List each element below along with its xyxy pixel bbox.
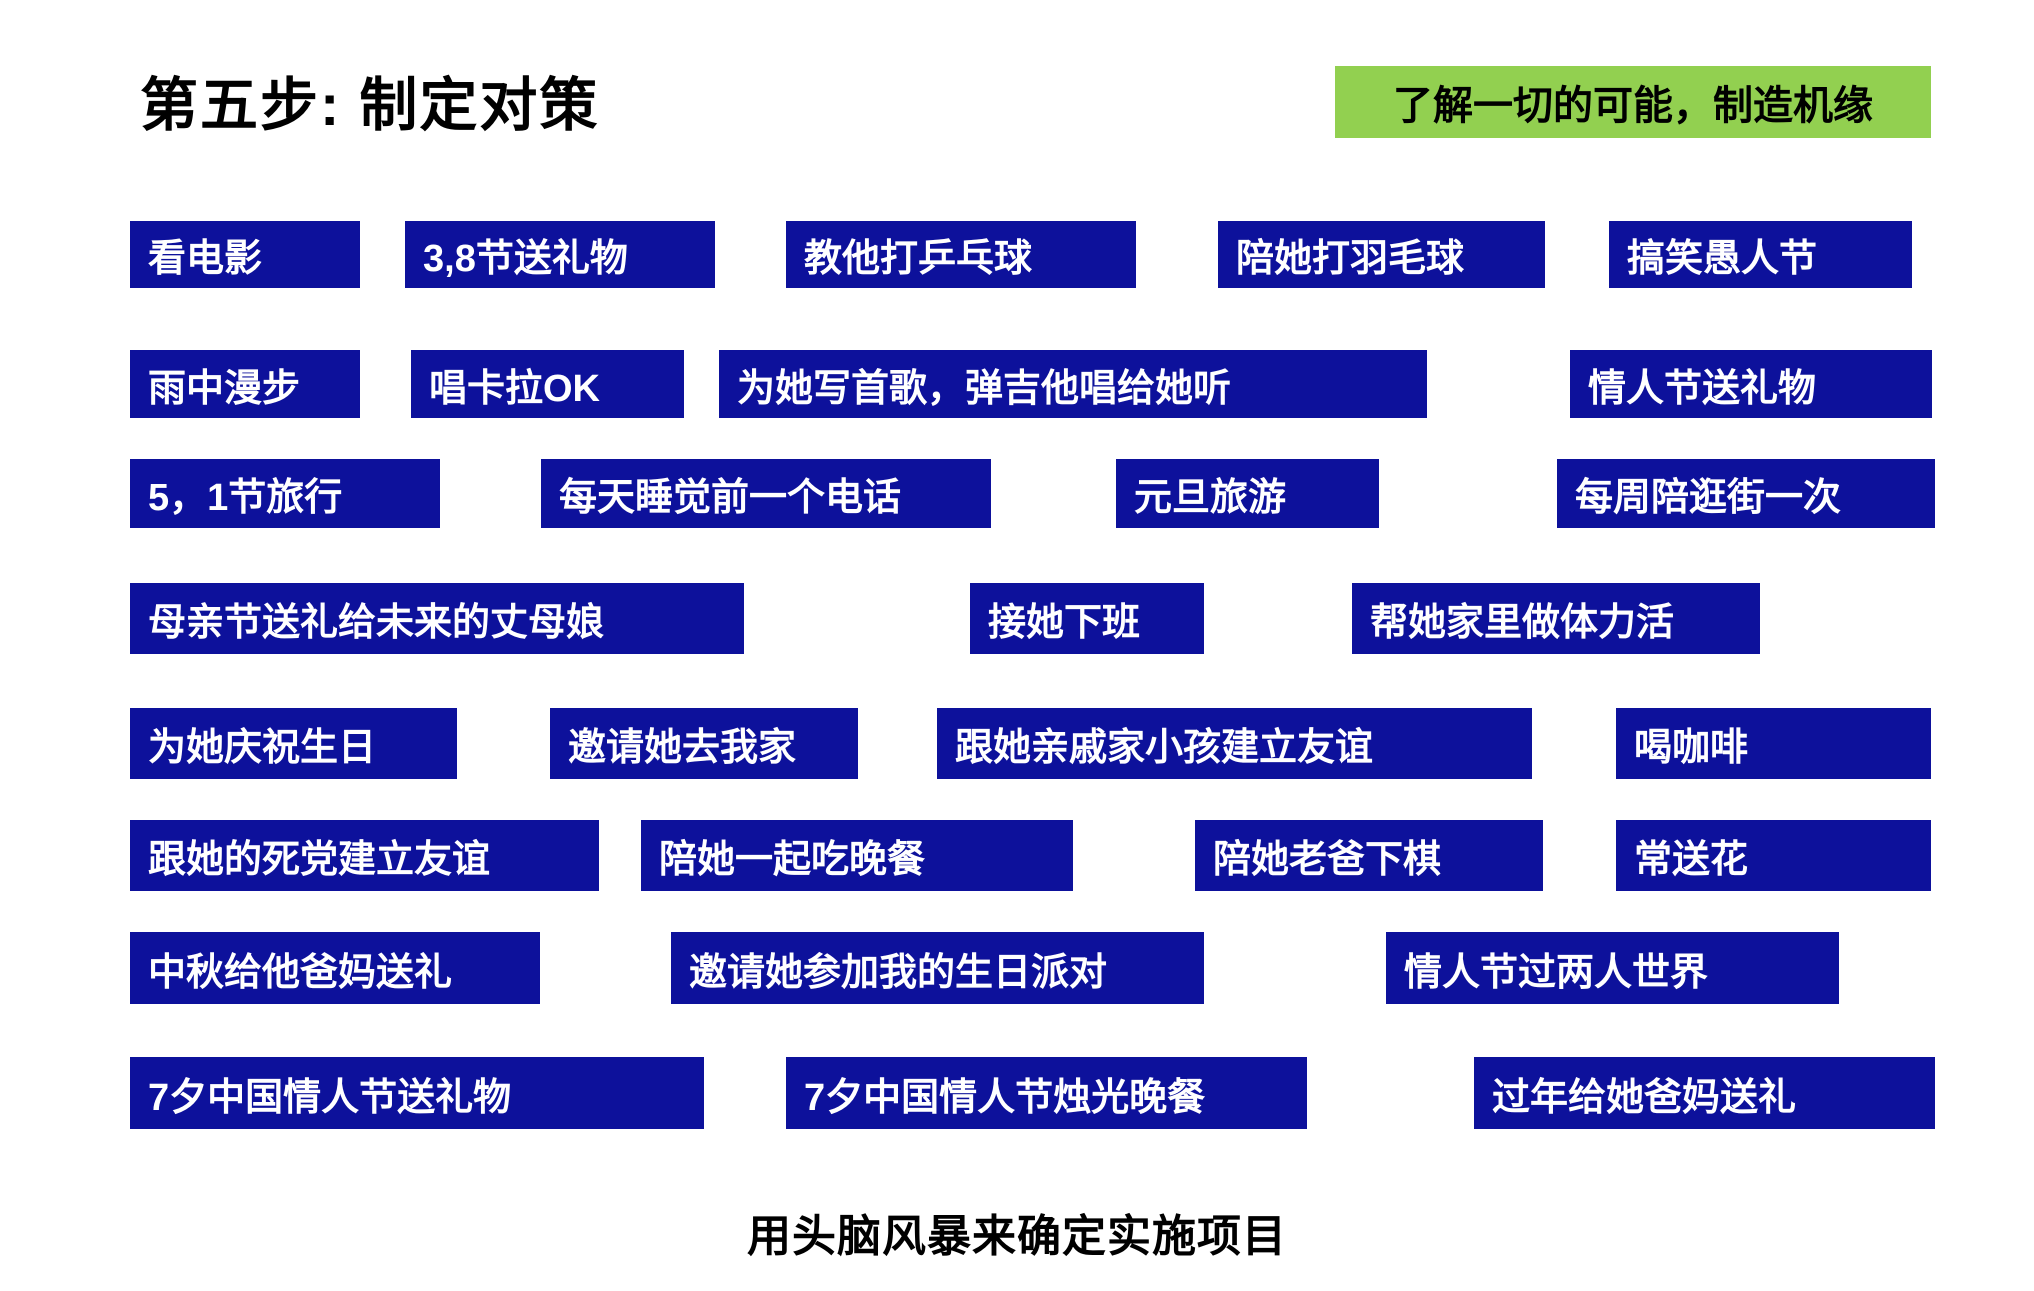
strategy-box: 元旦旅游: [1116, 459, 1379, 528]
strategy-box-label: 为她写首歌，弹吉他唱给她听: [737, 367, 1232, 410]
strategy-box: 为她写首歌，弹吉他唱给她听: [719, 350, 1427, 418]
strategy-box-label: 3,8节送礼物: [423, 238, 628, 280]
strategy-box: 7夕中国情人节送礼物: [130, 1057, 704, 1129]
strategy-box: 陪她打羽毛球: [1218, 221, 1545, 288]
page-title: 第五步: 制定对策: [140, 73, 600, 138]
strategy-box-label: 常送花: [1634, 839, 1749, 881]
strategy-box: 喝咖啡: [1616, 708, 1931, 779]
strategy-box: 跟她的死党建立友谊: [130, 820, 599, 891]
strategy-box: 雨中漫步: [130, 350, 360, 418]
strategy-box-label: 中秋给他爸妈送礼: [148, 951, 453, 994]
strategy-box-label: 雨中漫步: [148, 367, 301, 410]
strategy-box: 看电影: [130, 221, 360, 288]
strategy-box: 5，1节旅行: [130, 459, 440, 528]
strategy-box-label: 教他打乒乓球: [804, 238, 1033, 280]
strategy-box: 过年给她爸妈送礼: [1474, 1057, 1935, 1129]
strategy-box-label: 7夕中国情人节烛光晚餐: [804, 1076, 1206, 1119]
strategy-box: 陪她老爸下棋: [1195, 820, 1543, 891]
strategy-box-label: 接她下班: [988, 602, 1141, 644]
strategy-box-label: 5，1节旅行: [148, 477, 343, 519]
strategy-box: 每周陪逛街一次: [1557, 459, 1935, 528]
strategy-box: 母亲节送礼给未来的丈母娘: [130, 583, 744, 654]
strategy-box-label: 母亲节送礼给未来的丈母娘: [148, 602, 605, 644]
strategy-box-label: 陪她老爸下棋: [1213, 839, 1442, 881]
strategy-box: 接她下班: [970, 583, 1204, 654]
strategy-box-label: 跟她亲戚家小孩建立友谊: [955, 727, 1374, 769]
strategy-box-label: 喝咖啡: [1634, 727, 1749, 769]
strategy-box: 搞笑愚人节: [1609, 221, 1912, 288]
strategy-box: 教他打乒乓球: [786, 221, 1136, 288]
strategy-box-label: 唱卡拉OK: [429, 367, 601, 410]
subtitle-badge: 了解一切的可能，制造机缘: [1335, 66, 1931, 138]
strategy-box-label: 情人节过两人世界: [1404, 951, 1709, 994]
strategy-box-label: 搞笑愚人节: [1627, 238, 1818, 280]
strategy-box-label: 每周陪逛街一次: [1575, 477, 1842, 519]
strategy-box-label: 元旦旅游: [1134, 477, 1287, 519]
strategy-box: 常送花: [1616, 820, 1931, 891]
strategy-box: 为她庆祝生日: [130, 708, 457, 779]
strategy-box-label: 跟她的死党建立友谊: [148, 839, 491, 881]
strategy-box: 中秋给他爸妈送礼: [130, 932, 540, 1004]
footer-caption: 用头脑风暴来确定实施项目: [747, 1212, 1287, 1261]
strategy-box-label: 为她庆祝生日: [148, 727, 377, 769]
strategy-box-label: 邀请她参加我的生日派对: [689, 951, 1108, 994]
subtitle-badge-label: 了解一切的可能，制造机缘: [1393, 84, 1873, 128]
strategy-box: 每天睡觉前一个电话: [541, 459, 991, 528]
strategy-box-label: 邀请她去我家: [568, 727, 797, 769]
strategy-box: 跟她亲戚家小孩建立友谊: [937, 708, 1532, 779]
strategy-box: 情人节送礼物: [1570, 350, 1932, 418]
strategy-box: 邀请她参加我的生日派对: [671, 932, 1204, 1004]
strategy-box-label: 7夕中国情人节送礼物: [148, 1076, 512, 1119]
strategy-box-label: 陪她一起吃晚餐: [659, 839, 926, 881]
strategy-box-label: 陪她打羽毛球: [1236, 238, 1465, 280]
strategy-box: 7夕中国情人节烛光晚餐: [786, 1057, 1307, 1129]
strategy-box: 邀请她去我家: [550, 708, 858, 779]
strategy-box: 陪她一起吃晚餐: [641, 820, 1073, 891]
strategy-box-label: 情人节送礼物: [1588, 367, 1817, 410]
strategy-box: 帮她家里做体力活: [1352, 583, 1760, 654]
strategy-box: 唱卡拉OK: [411, 350, 684, 418]
strategy-box-label: 每天睡觉前一个电话: [559, 477, 902, 519]
strategy-box: 情人节过两人世界: [1386, 932, 1839, 1004]
strategy-box-label: 帮她家里做体力活: [1370, 602, 1675, 644]
strategy-box: 3,8节送礼物: [405, 221, 715, 288]
strategy-box-label: 看电影: [148, 238, 263, 280]
strategy-box-label: 过年给她爸妈送礼: [1492, 1076, 1797, 1119]
